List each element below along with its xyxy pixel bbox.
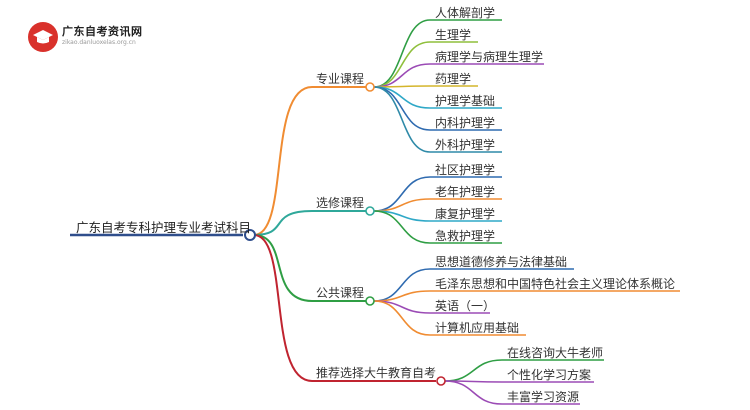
leaf-label: 老年护理学 (435, 185, 496, 199)
leaf-connector (373, 86, 431, 109)
root-node (244, 229, 256, 241)
logo-title: 广东自考资讯网 (62, 25, 143, 38)
leaf-connector (373, 86, 431, 131)
branch-node (365, 296, 375, 306)
leaf-label: 内科护理学 (435, 116, 496, 130)
leaf-label: 外科护理学 (435, 138, 496, 152)
branch-connector (253, 234, 313, 382)
leaf-connector (444, 359, 503, 382)
leaf-label: 病理学与病理生理学 (435, 50, 544, 64)
branch-label: 公共课程 (316, 286, 365, 300)
leaf-label: 计算机应用基础 (435, 321, 520, 335)
leaf-connector (373, 210, 431, 244)
branch-node (436, 376, 446, 386)
logo-url: zikao.danluoxelas.org.cn (62, 39, 136, 46)
branch-connector (253, 210, 313, 236)
branch-connector (253, 86, 313, 236)
leaf-label: 护理学基础 (435, 94, 496, 108)
branch-node (365, 82, 375, 92)
leaf-label: 人体解剖学 (435, 6, 496, 20)
leaf-label: 毛泽东思想和中国特色社会主义理论体系概论 (435, 277, 676, 291)
leaf-label: 丰富学习资源 (507, 390, 580, 404)
leaf-connector (373, 176, 431, 212)
leaf-label: 在线咨询大牛老师 (507, 346, 604, 360)
leaf-label: 生理学 (435, 28, 472, 42)
leaf-label: 思想道德修养与法律基础 (435, 255, 568, 269)
branch-node (365, 206, 375, 216)
leaf-connector (373, 300, 431, 336)
branch-label: 专业课程 (316, 72, 365, 86)
leaf-label: 康复护理学 (435, 207, 496, 221)
leaf-connector (373, 63, 431, 88)
branch-connector (253, 234, 313, 302)
leaf-label: 英语（一） (435, 299, 496, 313)
leaf-label: 药理学 (435, 72, 472, 86)
leaf-connector (373, 19, 431, 88)
leaf-label: 社区护理学 (435, 163, 496, 177)
branch-label: 选修课程 (316, 196, 365, 210)
leaf-label: 个性化学习方案 (507, 368, 592, 382)
branch-label: 推荐选择大牛教育自考 (316, 366, 437, 380)
leaf-connector (373, 86, 431, 153)
leaf-connector (444, 380, 503, 405)
logo-icon (28, 22, 58, 52)
root-label: 广东自考专科护理专业考试科目 (76, 220, 252, 235)
leaf-label: 急救护理学 (435, 229, 496, 243)
